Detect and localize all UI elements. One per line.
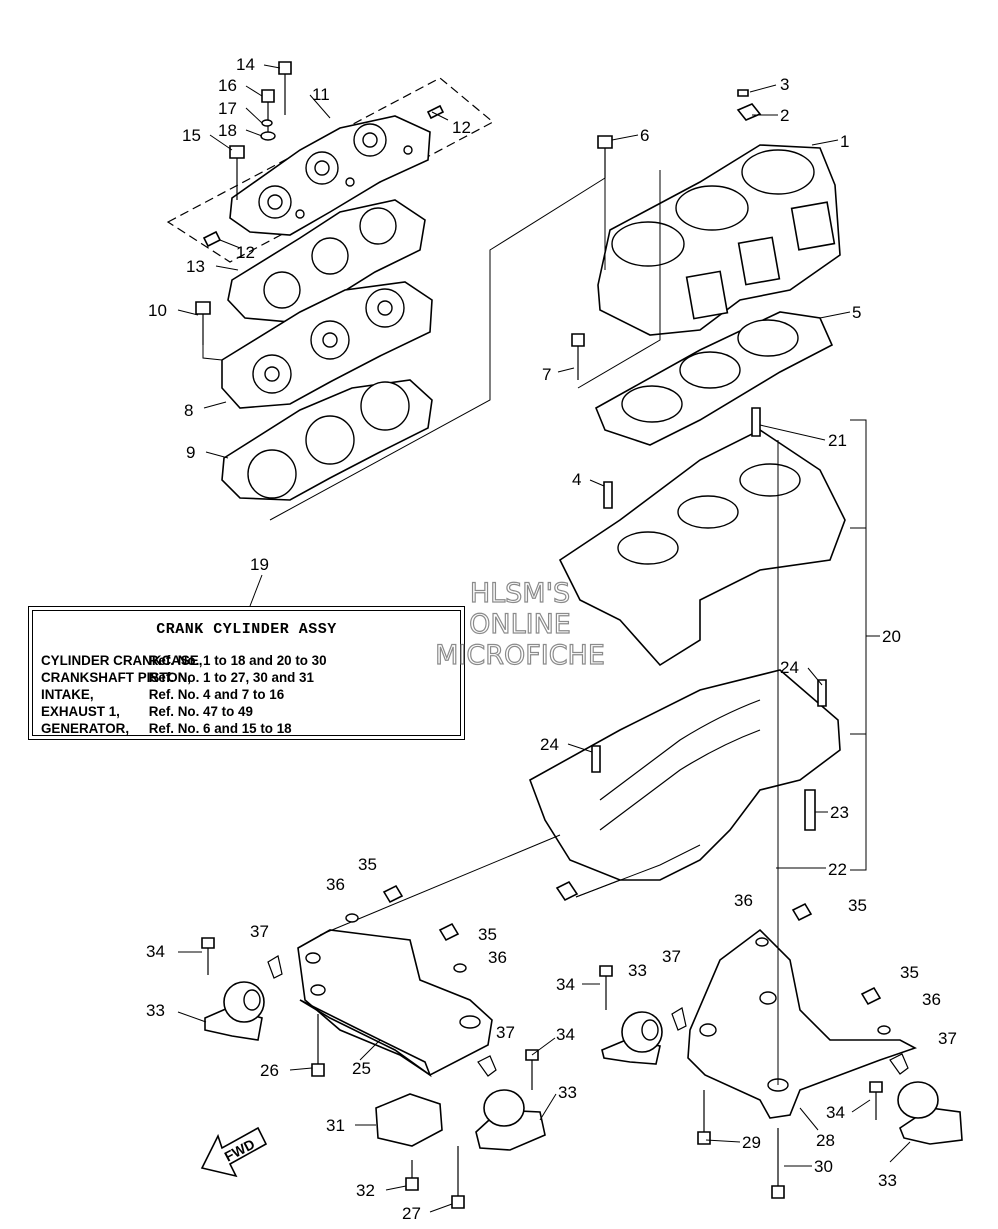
callout-36a: 36 bbox=[326, 875, 345, 894]
callout-33b: 33 bbox=[558, 1083, 577, 1102]
callout-33c: 33 bbox=[628, 961, 647, 980]
callout-33a: 33 bbox=[146, 1001, 165, 1020]
callout-34d: 34 bbox=[826, 1103, 845, 1122]
info-row-refs: Ref. No. 4 and 7 to 16 bbox=[148, 687, 285, 702]
info-row-name: CRANKSHAFT PISTON, bbox=[41, 670, 192, 685]
callout-24a: 24 bbox=[780, 658, 799, 677]
watermark-line-1: HLSM'S bbox=[469, 577, 571, 609]
engine-mount-bracket-left bbox=[297, 929, 493, 1076]
callout-36b: 36 bbox=[488, 948, 507, 967]
info-row: CRANKSHAFT PISTON, Ref. No. 1 to 27, 30 … bbox=[41, 670, 314, 685]
info-row-refs: Ref. No. 1 to 18 and 20 to 30 bbox=[148, 653, 327, 668]
crankcase-lower bbox=[529, 669, 841, 881]
callout-25: 25 bbox=[352, 1059, 371, 1078]
info-row-refs: Ref. No. 1 to 27, 30 and 31 bbox=[148, 670, 314, 685]
info-row: INTAKE, Ref. No. 4 and 7 to 16 bbox=[41, 687, 284, 702]
callout-6: 6 bbox=[640, 126, 649, 145]
callout-36d: 36 bbox=[922, 990, 941, 1009]
callout-27: 27 bbox=[402, 1204, 421, 1223]
info-row-refs: Ref. No. 47 to 49 bbox=[148, 704, 253, 719]
callout-34c: 34 bbox=[556, 975, 575, 994]
info-row: GENERATOR, Ref. No. 6 and 15 to 18 bbox=[41, 721, 292, 736]
crankcase-upper-group bbox=[529, 407, 867, 902]
callout-34a: 34 bbox=[146, 942, 165, 961]
callout-16: 16 bbox=[218, 76, 237, 95]
callout-9: 9 bbox=[186, 443, 195, 462]
cylinder-block-group bbox=[571, 89, 841, 446]
callout-10: 10 bbox=[148, 301, 167, 320]
callout-35b: 35 bbox=[478, 925, 497, 944]
callout-labels: 1 2 3 4 5 6 7 8 9 10 11 12 12 13 14 15 1… bbox=[146, 55, 957, 1223]
watermark: HLSM'S ONLINE MICROFICHE bbox=[430, 577, 610, 671]
engine-mount-bracket-right bbox=[687, 928, 917, 1119]
callout-37a: 37 bbox=[250, 922, 269, 941]
callout-37d: 37 bbox=[938, 1029, 957, 1048]
watermark-line-2: ONLINE bbox=[469, 608, 572, 640]
callout-4: 4 bbox=[572, 470, 581, 489]
callout-35d: 35 bbox=[900, 963, 919, 982]
callout-5: 5 bbox=[852, 303, 861, 322]
callout-18: 18 bbox=[218, 121, 237, 140]
callout-12a: 12 bbox=[452, 118, 471, 137]
leader-lines bbox=[177, 64, 911, 1213]
callout-32: 32 bbox=[356, 1181, 375, 1200]
forward-arrow: FWD bbox=[200, 1126, 268, 1178]
callout-22: 22 bbox=[828, 860, 847, 879]
callout-19: 19 bbox=[250, 555, 269, 574]
callout-11: 11 bbox=[312, 85, 330, 104]
callout-13: 13 bbox=[186, 257, 205, 276]
info-box-title: CRANK CYLINDER ASSY bbox=[156, 621, 337, 638]
right-mount-group bbox=[599, 440, 963, 1199]
info-row-refs: Ref. No. 6 and 15 to 18 bbox=[148, 721, 292, 736]
callout-23: 23 bbox=[830, 803, 849, 822]
callout-7: 7 bbox=[542, 365, 551, 384]
callout-21: 21 bbox=[828, 431, 847, 450]
mount-31 bbox=[375, 1093, 443, 1147]
callout-1: 1 bbox=[840, 132, 849, 151]
callout-17: 17 bbox=[218, 99, 237, 118]
callout-36c: 36 bbox=[734, 891, 753, 910]
info-row: CYLINDER CRANKCASE, Ref. No. 1 to 18 and… bbox=[41, 653, 327, 668]
callout-3: 3 bbox=[780, 75, 789, 94]
callout-8: 8 bbox=[184, 401, 193, 420]
callout-30: 30 bbox=[814, 1157, 833, 1176]
callout-28: 28 bbox=[816, 1131, 835, 1150]
info-row: EXHAUST 1, Ref. No. 47 to 49 bbox=[41, 704, 253, 719]
callout-35a: 35 bbox=[358, 855, 377, 874]
info-row-name: GENERATOR, bbox=[41, 721, 130, 736]
callout-26: 26 bbox=[260, 1061, 279, 1080]
callout-24b: 24 bbox=[540, 735, 559, 754]
callout-29: 29 bbox=[742, 1133, 761, 1152]
callout-35c: 35 bbox=[848, 896, 867, 915]
callout-37b: 37 bbox=[496, 1023, 515, 1042]
callout-12b: 12 bbox=[236, 243, 255, 262]
callout-15: 15 bbox=[182, 126, 201, 145]
callout-34b: 34 bbox=[556, 1025, 575, 1044]
cover-assembly-group bbox=[166, 61, 606, 521]
callout-37c: 37 bbox=[662, 947, 681, 966]
callout-14: 14 bbox=[236, 55, 255, 74]
info-row-name: CYLINDER CRANKCASE, bbox=[41, 653, 203, 668]
info-row-name: EXHAUST 1, bbox=[41, 704, 120, 719]
callout-20: 20 bbox=[882, 627, 901, 646]
left-mount-group: FWD bbox=[200, 834, 561, 1209]
watermark-line-3: MICROFICHE bbox=[434, 639, 605, 671]
callout-31: 31 bbox=[326, 1116, 345, 1135]
callout-2: 2 bbox=[780, 106, 789, 125]
callout-33d: 33 bbox=[878, 1171, 897, 1190]
assembly-info-box: CRANK CYLINDER ASSY CYLINDER CRANKCASE, … bbox=[28, 606, 465, 740]
info-box-inner-border: CRANK CYLINDER ASSY CYLINDER CRANKCASE, … bbox=[32, 610, 461, 736]
info-row-name: INTAKE, bbox=[41, 687, 94, 702]
